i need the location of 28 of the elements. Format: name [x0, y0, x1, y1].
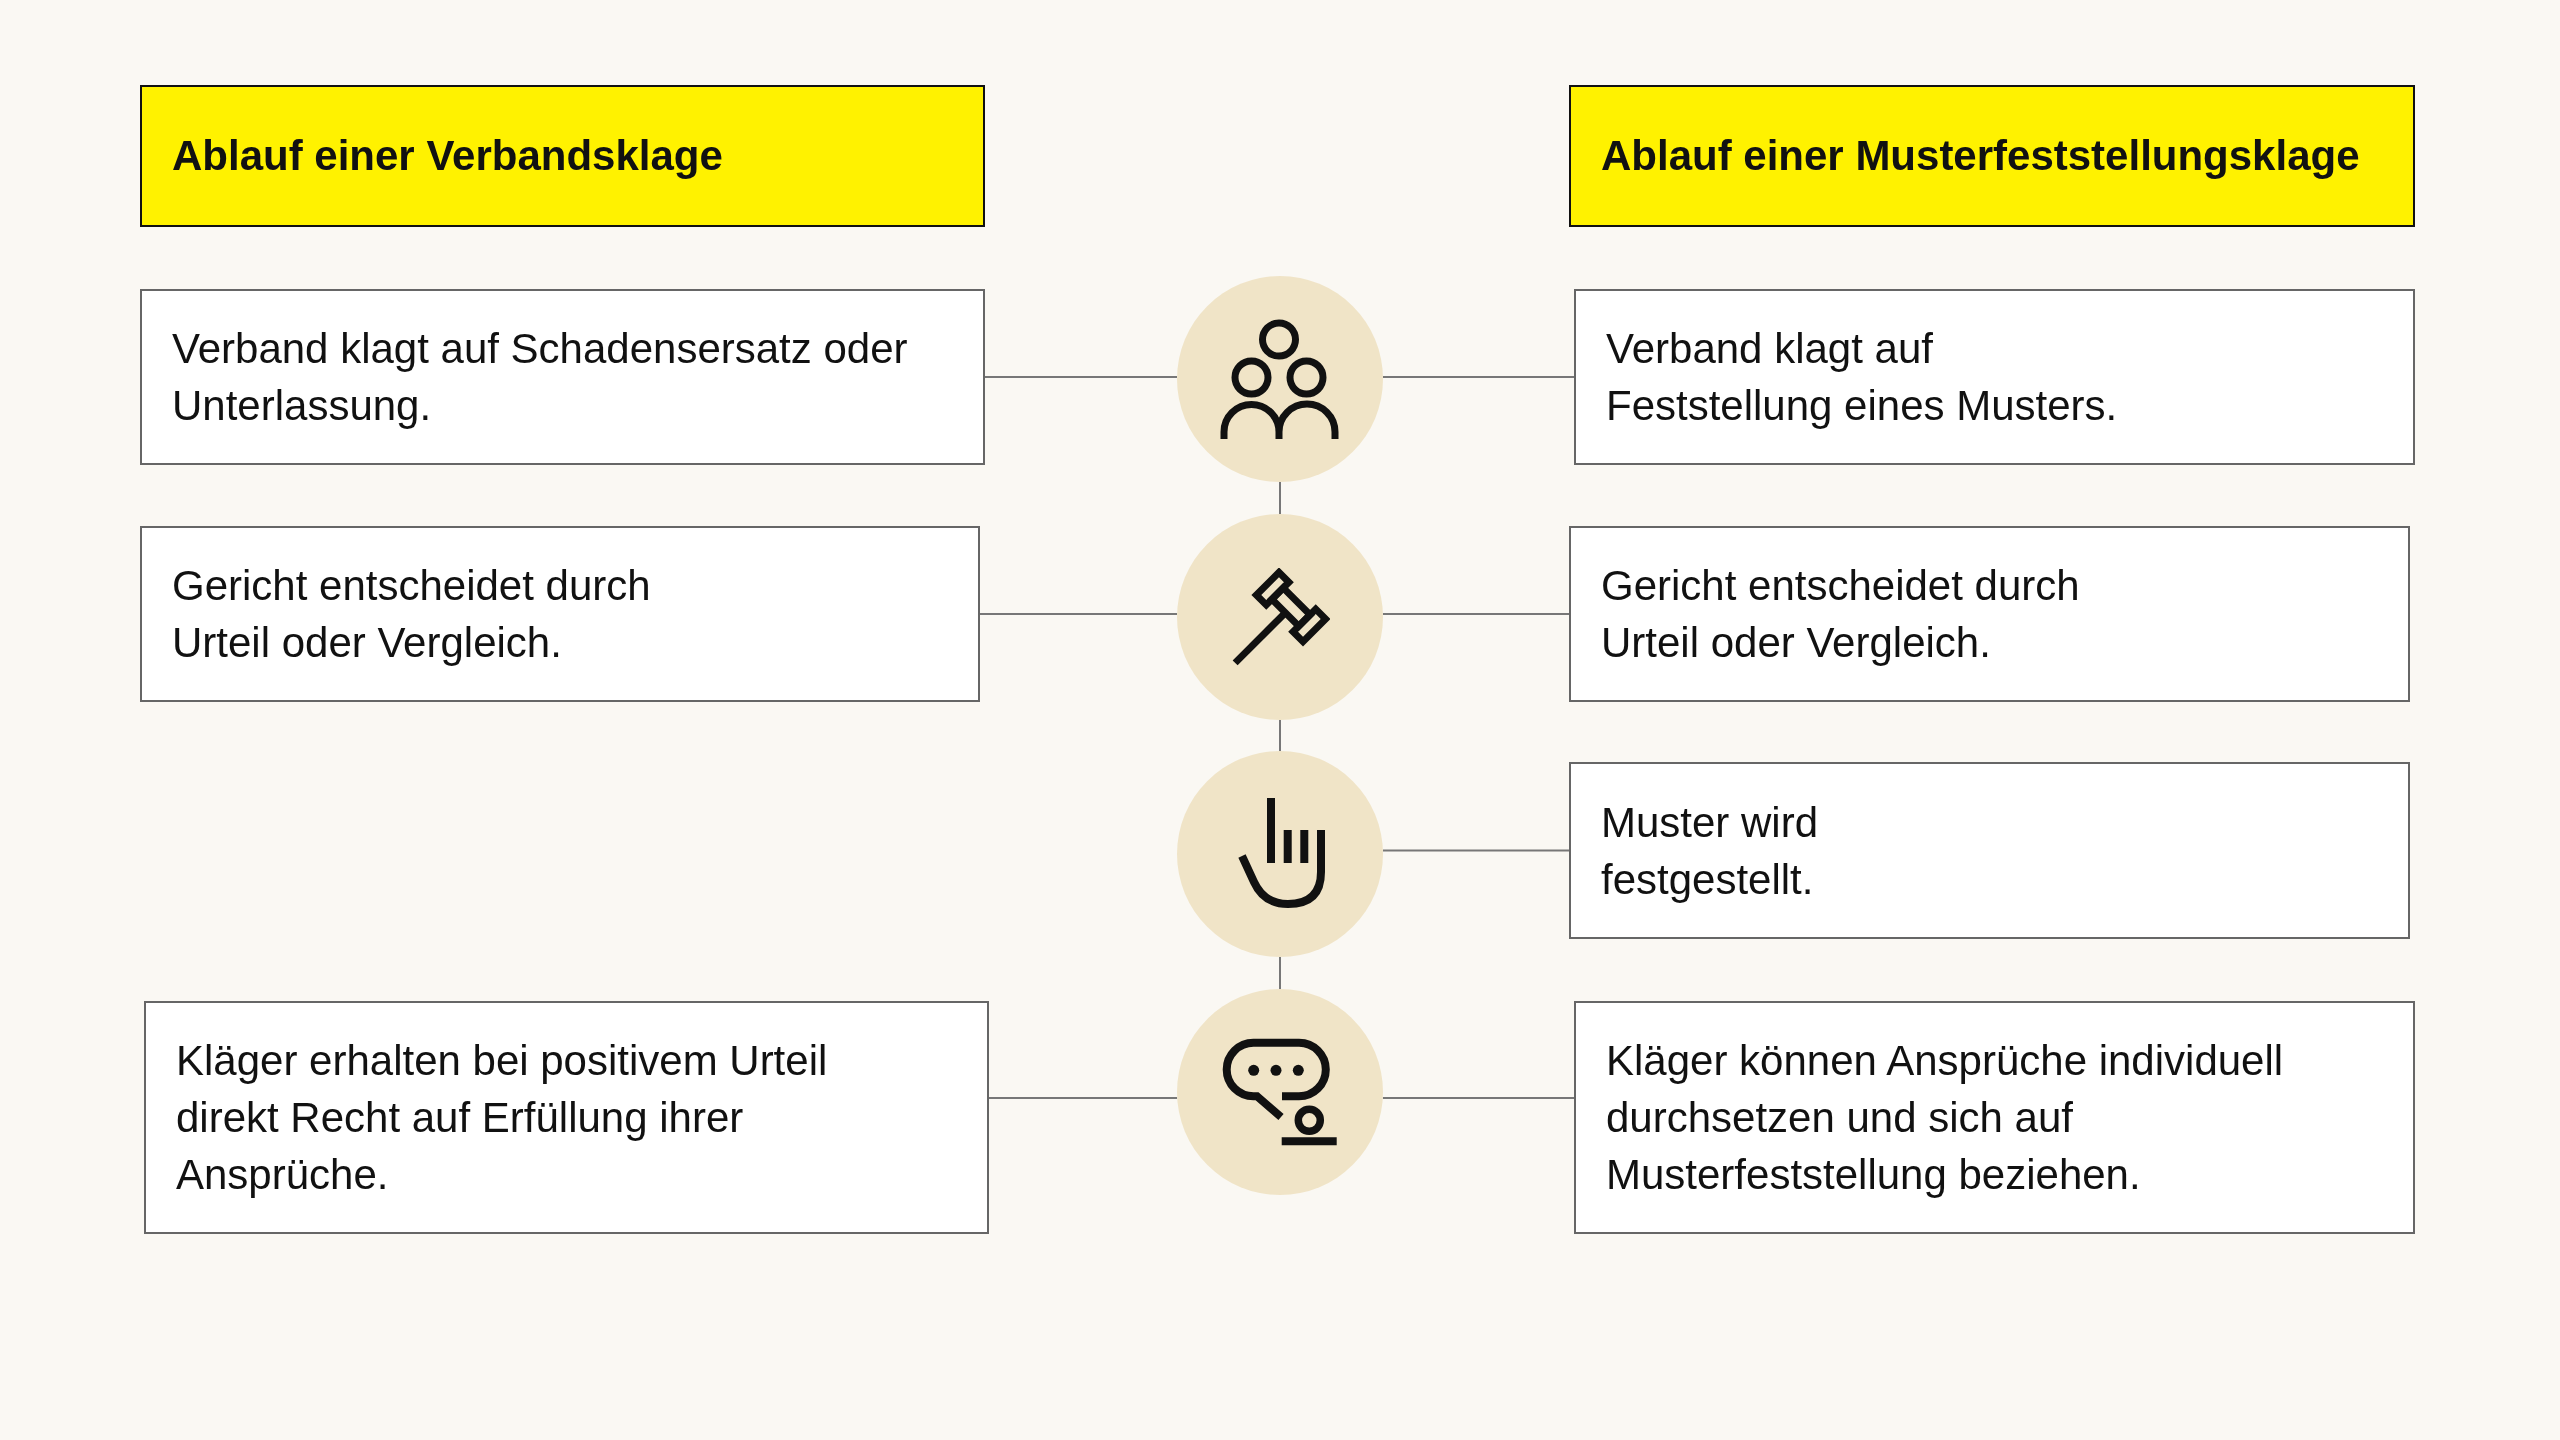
step-text: Muster wird festgestellt.	[1601, 797, 1820, 905]
step-box	[1574, 289, 2415, 465]
step-text: Kläger erhalten bei positivem Urteil direkt Recht auf Erfüllung ihrer Ansprüche.	[176, 1036, 829, 1200]
step-box	[144, 1001, 989, 1234]
step-box	[140, 526, 980, 702]
step-text: Kläger können Ansprüche individuell durchsetzen und sich auf Musterfeststellung beziehen.	[1606, 1036, 2285, 1200]
step-text: Gericht entscheidet durch Urteil oder Vergleich.	[1601, 561, 2081, 668]
connector-line	[984, 376, 1178, 378]
connector-line	[1279, 956, 1281, 990]
connector-line	[1279, 719, 1281, 752]
heading-text: Ablauf einer Verbandsklage	[172, 131, 723, 181]
step-text: Verband klagt auf Feststellung eines Musters.	[1606, 324, 2119, 431]
connector-line	[1382, 376, 1575, 378]
step-text: Verband klagt auf Schadensersatz oder Unterlassung.	[172, 324, 909, 431]
connector-line	[1381, 849, 1570, 852]
step-text: Gericht entscheidet durch Urteil oder Vergleich.	[172, 561, 652, 668]
connector-line	[1381, 613, 1570, 615]
step-box	[1569, 762, 2410, 939]
connector-line	[1381, 1097, 1575, 1099]
step-box	[140, 289, 985, 465]
heading-box	[1569, 85, 2415, 227]
step-box	[1574, 1001, 2415, 1234]
step-box	[1569, 526, 2410, 702]
connector-line	[1279, 481, 1281, 515]
connector-line	[979, 613, 1179, 615]
connector-line	[988, 1097, 1179, 1099]
heading-box	[140, 85, 985, 227]
heading-text: Ablauf einer Musterfeststellungsklage	[1601, 131, 2360, 181]
